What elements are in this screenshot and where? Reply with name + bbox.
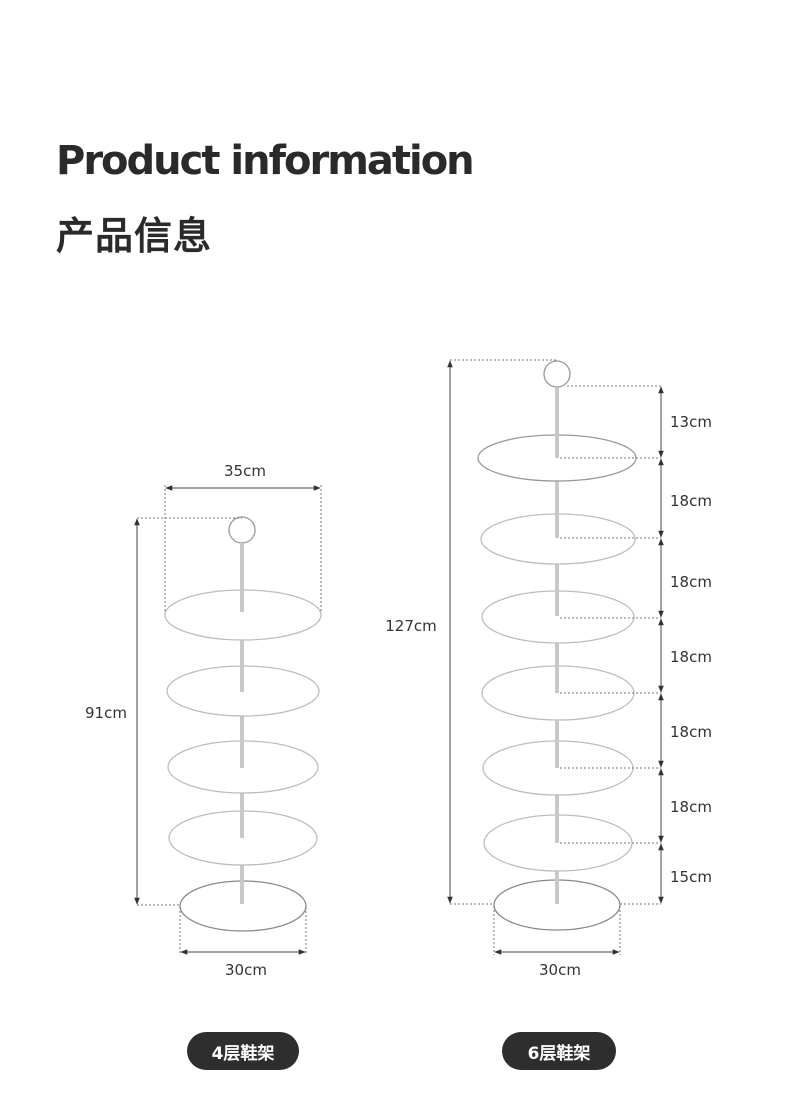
page-title: Product information xyxy=(56,138,475,184)
rack-6-spacing-3: 18cm xyxy=(670,573,712,591)
rack-4-base-width: 30cm xyxy=(225,961,267,979)
rack-4-height: 91cm xyxy=(85,704,127,722)
rack-4-drawing xyxy=(164,516,322,932)
rack-4-label-badge: 4层鞋架 xyxy=(187,1032,299,1070)
rack-6-drawing xyxy=(477,360,637,931)
rack-6-spacing-5: 18cm xyxy=(670,723,712,741)
page-subtitle: 产品信息 xyxy=(56,214,213,258)
rack-6-spacing-7: 15cm xyxy=(670,868,712,886)
rack-6-spacing-2: 18cm xyxy=(670,492,712,510)
rack-6-height: 127cm xyxy=(385,617,437,635)
rack-4-dimensions xyxy=(134,485,322,955)
rack-6-spacing-1: 13cm xyxy=(670,413,712,431)
rack-6-dimensions xyxy=(447,359,664,955)
rack-6-spacing-6: 18cm xyxy=(670,798,712,816)
rack-6-spacing-4: 18cm xyxy=(670,648,712,666)
rack-6-base-width: 30cm xyxy=(539,961,581,979)
rack-6-label-badge: 6层鞋架 xyxy=(502,1032,616,1070)
rack-4-top-width: 35cm xyxy=(224,462,266,480)
